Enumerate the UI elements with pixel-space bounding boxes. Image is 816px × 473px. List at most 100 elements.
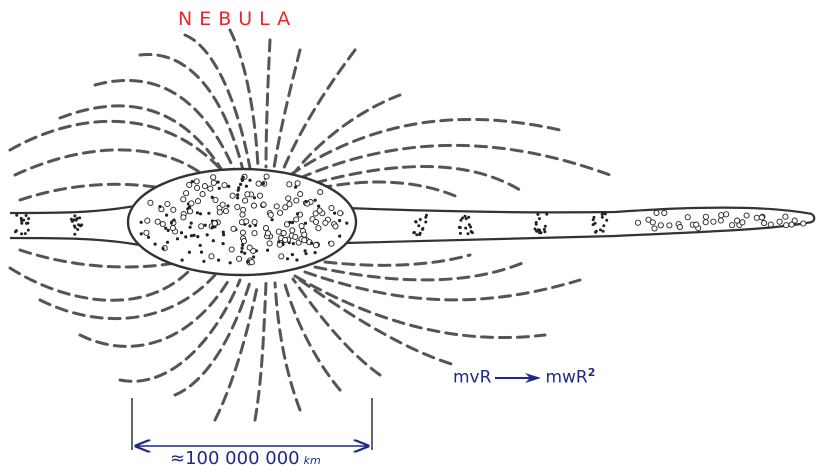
particle [275, 228, 282, 235]
core-particles [139, 173, 349, 266]
particle [285, 195, 292, 202]
scale-prefix: ≈ [170, 448, 186, 469]
field-line [291, 277, 382, 377]
particle [250, 202, 258, 209]
particle [158, 205, 162, 209]
particle [236, 196, 240, 200]
particle [599, 228, 602, 232]
particle [278, 253, 285, 260]
particle [227, 184, 231, 188]
field-line [93, 78, 237, 174]
particle [208, 253, 215, 260]
particle [316, 207, 323, 214]
particle [187, 208, 194, 215]
particle [190, 180, 194, 184]
particle [653, 209, 660, 216]
particle [743, 212, 750, 219]
field-line [18, 182, 197, 202]
particle [20, 221, 24, 225]
particle [651, 225, 658, 232]
particle [684, 214, 691, 221]
particle [165, 240, 170, 244]
particle [79, 224, 82, 228]
particle [758, 214, 765, 221]
particle [212, 196, 219, 204]
particle [239, 211, 246, 218]
particle [289, 227, 296, 234]
particle [601, 211, 605, 215]
particle [469, 225, 473, 229]
particle [242, 197, 249, 204]
particle [469, 230, 473, 233]
particle [467, 223, 471, 227]
particle [533, 227, 537, 231]
particle [210, 179, 217, 186]
particle [312, 210, 319, 217]
particle [193, 178, 200, 185]
field-line [38, 273, 217, 321]
particle [457, 225, 461, 229]
particle [312, 242, 320, 249]
particle [776, 218, 783, 225]
particle [282, 204, 289, 211]
particle [196, 235, 200, 239]
particle [657, 222, 664, 229]
particle [542, 227, 546, 231]
arrow-right-icon [495, 372, 542, 383]
particle [14, 230, 17, 234]
field-line [288, 117, 562, 177]
particle [243, 218, 250, 225]
particle [333, 211, 337, 215]
particle [187, 250, 191, 254]
particle [294, 185, 298, 189]
particle [240, 238, 248, 245]
field-line [8, 119, 232, 182]
particle [203, 223, 207, 227]
particle [301, 231, 308, 238]
particle [282, 236, 289, 243]
particle [800, 220, 807, 227]
particle [418, 231, 422, 235]
particle [761, 220, 768, 227]
particle [237, 186, 241, 190]
particle [286, 181, 293, 188]
particle [425, 213, 428, 217]
particle [463, 214, 467, 218]
particle [236, 255, 243, 262]
particle [251, 230, 258, 237]
particle [189, 234, 194, 238]
particle [310, 241, 314, 245]
field-line [313, 260, 527, 282]
particle [244, 184, 248, 188]
particle [602, 224, 606, 228]
particle [153, 242, 157, 246]
particle [172, 218, 176, 222]
field-line [18, 248, 182, 269]
particle [293, 216, 300, 223]
particle [180, 214, 187, 221]
particle [591, 218, 595, 222]
field-line [78, 276, 232, 348]
particle [15, 213, 19, 217]
field-lines [8, 28, 612, 422]
particle [180, 196, 187, 203]
particle [313, 251, 317, 255]
field-line [293, 274, 547, 339]
field-line [313, 165, 522, 192]
particle [201, 183, 208, 190]
particle [264, 230, 271, 237]
particle [260, 201, 267, 208]
particle [277, 209, 284, 216]
particle [246, 244, 253, 251]
field-line [298, 278, 457, 367]
field-line [282, 279, 342, 392]
particle [537, 217, 541, 221]
field-line [13, 148, 217, 187]
particle [221, 182, 228, 189]
particle [183, 190, 190, 197]
particle [222, 208, 229, 215]
particle [723, 211, 730, 218]
particle [537, 231, 541, 235]
particle [256, 192, 264, 199]
particle [717, 217, 724, 224]
